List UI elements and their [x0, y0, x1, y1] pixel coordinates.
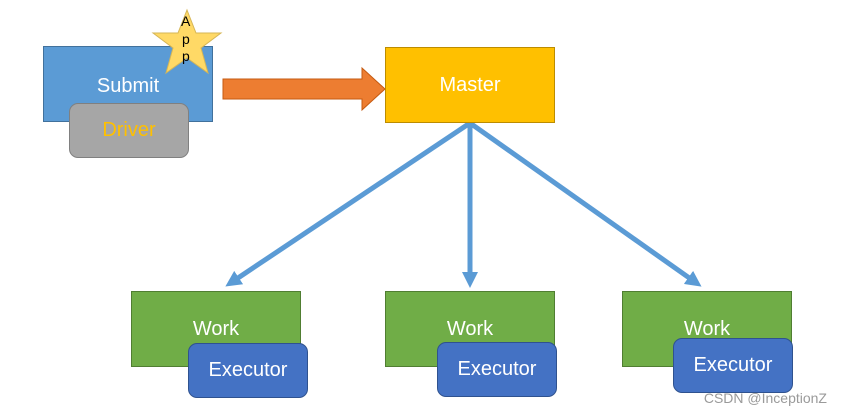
master-label: Master	[439, 73, 501, 96]
app-star-icon	[151, 8, 223, 75]
driver-box: Driver	[69, 103, 189, 158]
work-label-3: Work	[683, 318, 731, 340]
watermark-text: CSDN @InceptionZ	[703, 390, 827, 406]
executor-box-2: Executor	[437, 342, 557, 397]
master-to-worker-3-arrow	[468, 120, 702, 287]
executor-box-3: Executor	[673, 338, 793, 393]
app-letter-1: A	[181, 13, 191, 29]
app-letter-3: p	[182, 48, 190, 64]
master-box: Master	[385, 47, 555, 123]
master-to-worker-1-arrow	[225, 120, 472, 287]
executor-label-2: Executor	[457, 358, 537, 380]
work-label-1: Work	[192, 318, 240, 340]
driver-label: Driver	[102, 119, 156, 141]
work-label-2: Work	[446, 318, 494, 340]
submit-to-master-arrow	[222, 66, 386, 112]
executor-label-1: Executor	[208, 359, 288, 381]
submit-label: Submit	[96, 75, 160, 97]
executor-label-3: Executor	[693, 354, 773, 376]
app-letter-2: p	[182, 31, 190, 47]
executor-box-1: Executor	[188, 343, 308, 398]
